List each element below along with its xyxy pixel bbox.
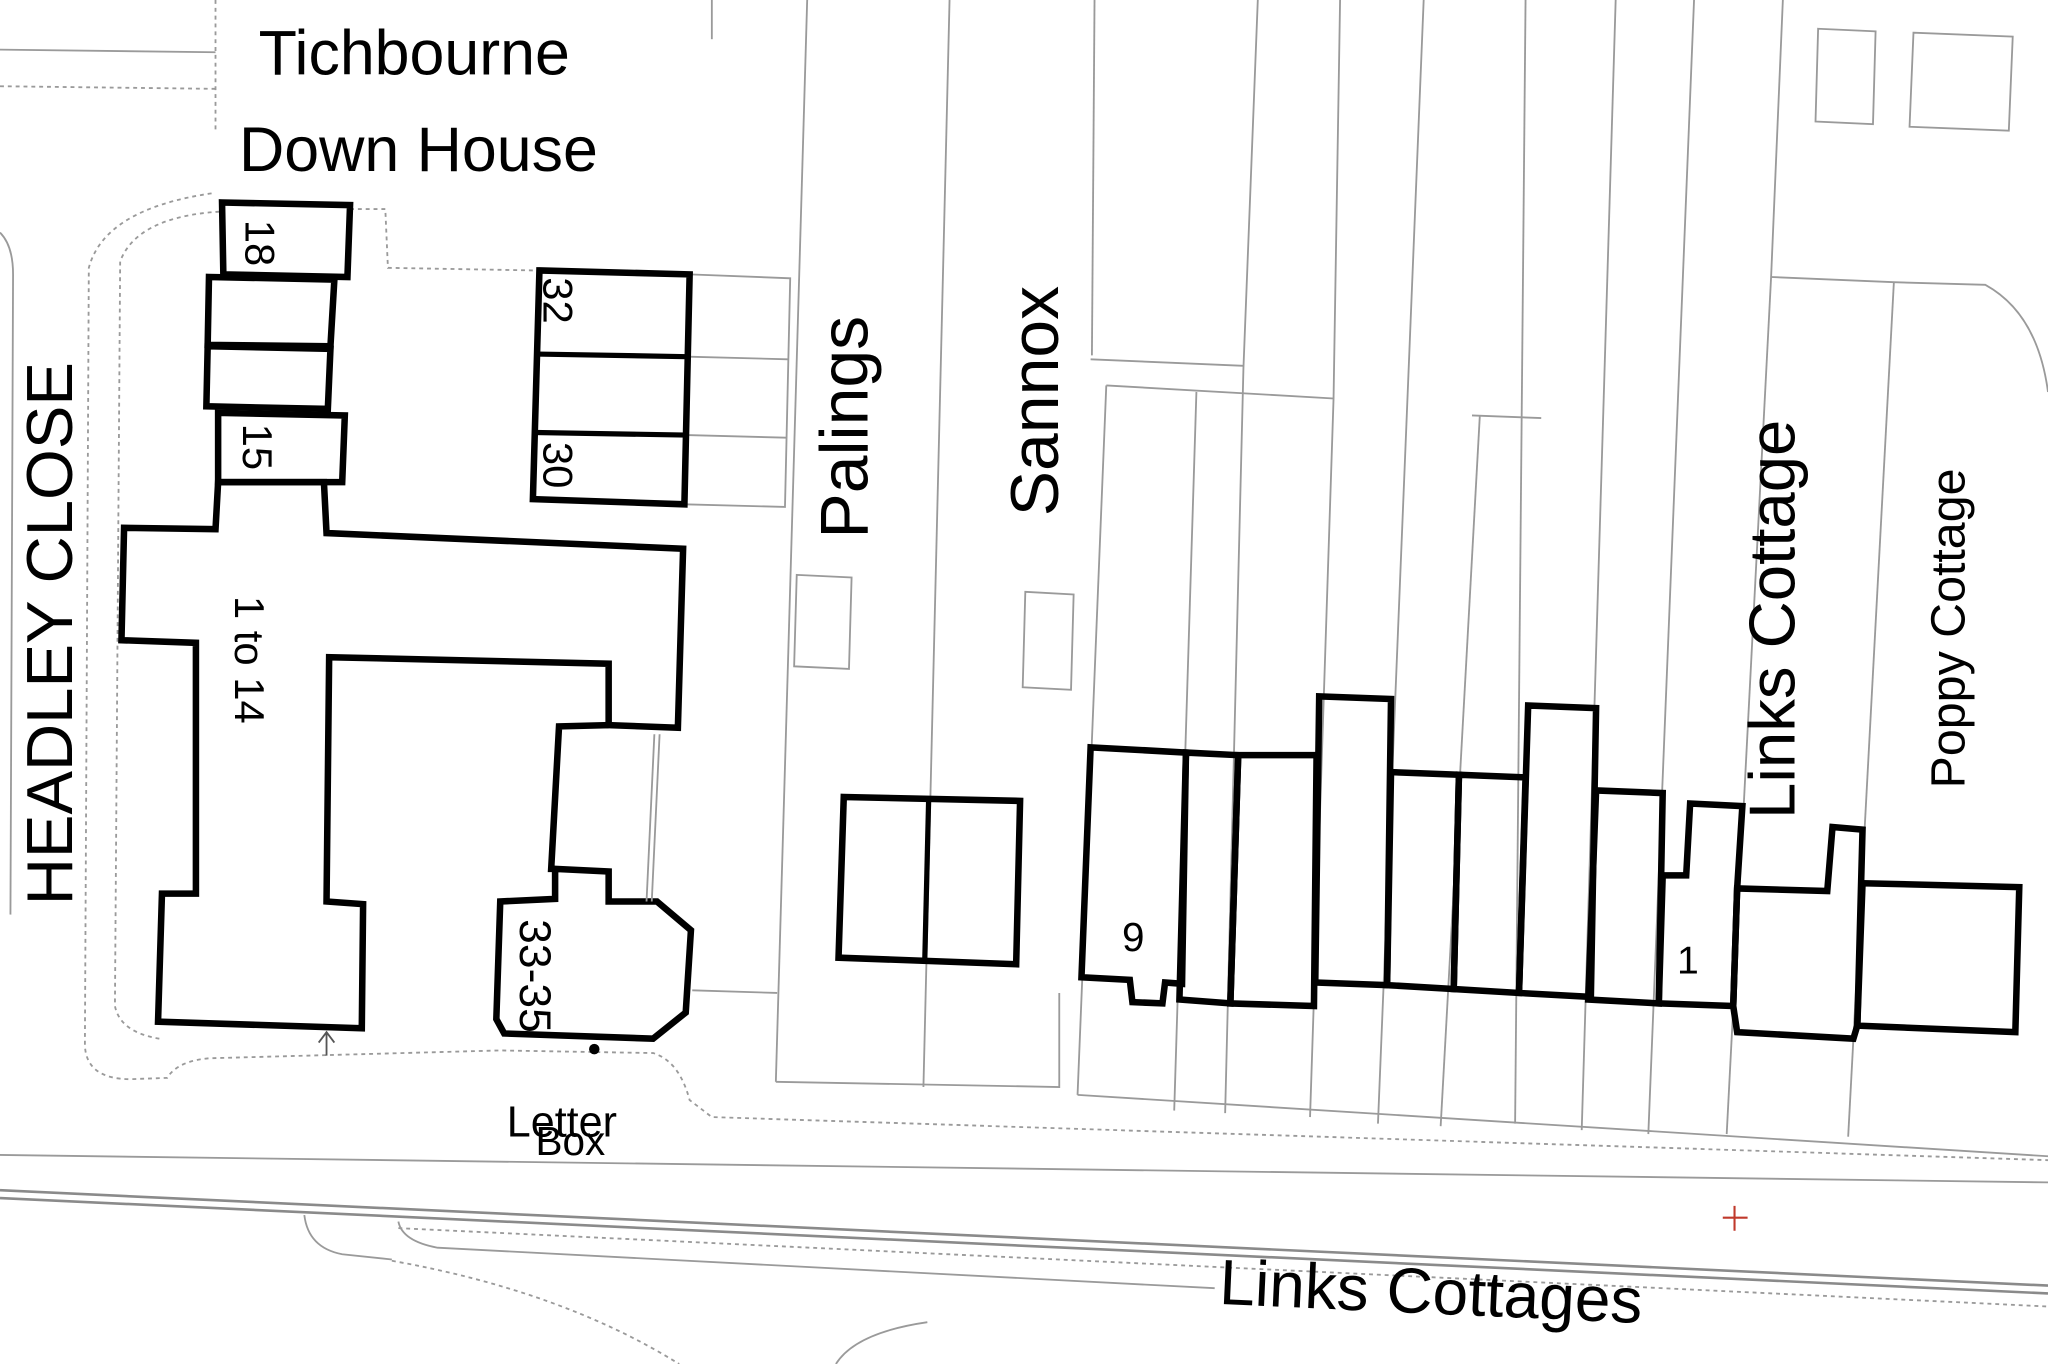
- shed-outline: [1814, 27, 1877, 126]
- house-name-palings: Palings: [807, 316, 882, 539]
- street-name-links-cottages: Links Cottages: [1218, 1246, 1644, 1337]
- link-passage-line: [645, 734, 656, 902]
- plot-boundary-line: [692, 989, 778, 994]
- house-name-links-cottage: Links Cottage: [1736, 420, 1809, 819]
- building-divider: [536, 351, 688, 360]
- plot-boundary-line: [0, 231, 14, 915]
- building-15-outline: [214, 409, 349, 486]
- plot-boundary-line: [1224, 0, 1259, 1114]
- house-name-line-1: Tichbourne: [259, 18, 570, 88]
- house-name-poppy-cottage: Poppy Cottage: [1921, 469, 1975, 789]
- building-outline: [204, 273, 338, 350]
- plot-boundary-line: [1471, 414, 1542, 419]
- cross-marker-icon: [1722, 1205, 1748, 1231]
- terrace-unit-outline: [1383, 768, 1463, 993]
- building-33-35-outline: [493, 865, 695, 1042]
- plot-boundary-line: [0, 85, 216, 90]
- unit-number-32: 32: [534, 277, 581, 324]
- plot-boundary-line: [1439, 415, 1481, 1127]
- road-edge: [835, 1321, 928, 1364]
- dashed-paths: [83, 192, 2048, 1162]
- road-edge: [303, 1214, 392, 1261]
- plot-boundary-line: [1091, 0, 1096, 356]
- building-divider: [535, 429, 686, 438]
- outbuildings: [793, 27, 2014, 691]
- symbols: [317, 1030, 1748, 1231]
- terrace-unit-outline: [1515, 702, 1600, 1001]
- link-passage-line: [650, 734, 661, 902]
- building-1-outline: [1655, 800, 1746, 1010]
- road-links-cottages: [0, 1154, 2048, 1364]
- shed-outline: [1021, 590, 1075, 691]
- plot-boundary-line: [1077, 1093, 2048, 1158]
- plot-boundary-line: [1770, 0, 1784, 278]
- footpath-edge: [350, 208, 536, 272]
- links-cottage-outline: [1729, 823, 1866, 1043]
- house-name-sannox: Sannox: [998, 286, 1073, 516]
- unit-number-9: 9: [1122, 914, 1145, 960]
- building-outline: [203, 342, 334, 413]
- plot-boundary-line: [684, 273, 792, 508]
- road-centre-line: [0, 1196, 2048, 1295]
- street-name-headley-close: HEADLEY CLOSE: [13, 362, 86, 905]
- building-divider: [922, 798, 932, 962]
- plot-boundary-line: [0, 48, 216, 54]
- buildings: [118, 199, 2023, 1043]
- building-18-outline: [218, 199, 354, 281]
- shed-outline: [793, 573, 853, 670]
- building-30-32-outline: [529, 267, 693, 508]
- road-edge: [391, 1259, 680, 1364]
- road-centre-line: [0, 1188, 2048, 1287]
- unit-number-30: 30: [534, 442, 581, 489]
- labels: Tichbourne Down House HEADLEY CLOSE 18 1…: [13, 18, 1976, 1337]
- letter-box-label-line-1: Letter: [507, 1099, 617, 1147]
- unit-range-33-35: 33-35: [510, 919, 559, 1033]
- terrace-unit-outline: [1450, 771, 1529, 997]
- footpath-edge: [114, 210, 220, 1040]
- plot-boundary-line: [1106, 384, 1334, 400]
- unit-number-18: 18: [237, 220, 284, 267]
- letter-box-icon: [589, 1043, 600, 1055]
- house-name-line-2: Down House: [239, 115, 598, 185]
- letter-box-label-line-2: Box: [536, 1118, 606, 1164]
- road-edge: [397, 1221, 1215, 1290]
- terrace-unit-outline: [1311, 692, 1395, 989]
- plot-boundary-line: [1514, 0, 1527, 1124]
- plot-boundaries: [0, 0, 2048, 1158]
- shed-outline: [1908, 31, 2014, 132]
- building-9-outline: [1078, 743, 1190, 1007]
- plot-boundary-line: [688, 355, 788, 361]
- plot-boundary-line: [1090, 358, 1244, 367]
- plot-boundary-line: [775, 992, 1061, 1088]
- unit-number-1: 1: [1677, 939, 1699, 982]
- building-1-to-14-outline: [118, 478, 687, 1032]
- plot-boundary-line: [686, 434, 787, 439]
- building-link-wall: [547, 721, 609, 873]
- terrace-unit-outline: [1227, 751, 1320, 1010]
- arrow-up-icon: [317, 1030, 336, 1056]
- unit-number-15: 15: [234, 424, 281, 471]
- garage-block-outline: [835, 793, 1024, 968]
- plot-boundary-line: [1647, 0, 1695, 1135]
- road-edge: [0, 1154, 2048, 1184]
- terrace-unit-outline: [1584, 787, 1667, 1007]
- plot-boundary-line: [774, 0, 809, 1082]
- unit-range-1-to-14: 1 to 14: [226, 596, 273, 724]
- plot-boundary-line: [1771, 276, 2048, 393]
- poppy-cottage-outline: [1853, 879, 2023, 1036]
- road-edge: [398, 1227, 2048, 1308]
- footpath-edge: [83, 192, 2048, 1162]
- plot-boundary-line: [1076, 385, 1108, 1095]
